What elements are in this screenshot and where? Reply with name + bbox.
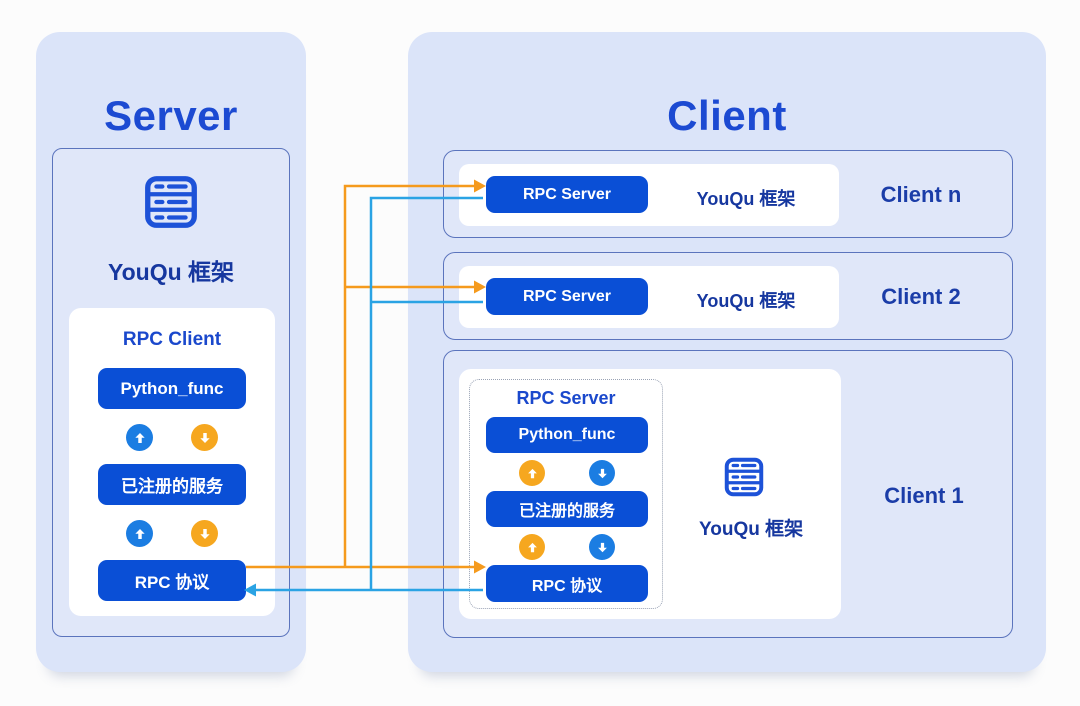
framework-label: YouQu 框架 [696, 291, 796, 311]
rpc-protocol-node: RPC 协议 [98, 560, 246, 601]
arrow-down-circle-icon [589, 534, 615, 560]
client-1-framework-card: RPC Server Python_func 已注册的服务 [459, 369, 841, 619]
server-framework-box: YouQu 框架 RPC Client Python_func 已注册的服务 [52, 148, 290, 637]
client-n-box: RPC Server YouQu 框架 Client n [443, 150, 1013, 238]
rpc-server-node: RPC Server [486, 278, 648, 315]
arrow-down-circle-icon [191, 424, 218, 451]
registered-services-node: 已注册的服务 [98, 464, 246, 505]
rpc-server-node: RPC Server [486, 176, 648, 213]
rpc-protocol-node: RPC 协议 [486, 565, 648, 602]
arrow-down-circle-icon [191, 520, 218, 547]
arrow-up-circle-icon [126, 520, 153, 547]
rpc-server-dotted-box: RPC Server Python_func 已注册的服务 [469, 379, 663, 609]
client-n-label: Client n [880, 182, 962, 207]
transfer-arrows-row [486, 460, 648, 486]
python-func-node: Python_func [486, 417, 648, 453]
transfer-arrows-row [98, 424, 246, 451]
client-2-box: RPC Server YouQu 框架 Client 2 [443, 252, 1013, 340]
server-rack-icon [53, 171, 289, 233]
rpc-client-box: RPC Client Python_func 已注册的服务 [69, 308, 275, 616]
rpc-client-title: RPC Client [122, 329, 222, 350]
server-rack-icon [721, 454, 767, 505]
client-1-label: Client 1 [884, 483, 964, 508]
transfer-arrows-row [486, 534, 648, 560]
arrow-up-circle-icon [126, 424, 153, 451]
server-panel-title: Server [104, 92, 238, 139]
client-panel: Client RPC Server YouQu 框架 Client n RPC … [408, 32, 1046, 672]
client-panel-title: Client [667, 92, 787, 139]
arrow-up-circle-icon [519, 460, 545, 486]
registered-services-node: 已注册的服务 [486, 491, 648, 527]
client-n-framework-strip: RPC Server YouQu 框架 [459, 164, 839, 226]
transfer-arrows-row [98, 520, 246, 547]
arrow-up-circle-icon [519, 534, 545, 560]
rpc-server-title: RPC Server [516, 388, 616, 408]
client-1-box: RPC Server Python_func 已注册的服务 [443, 350, 1013, 638]
client-2-framework-strip: RPC Server YouQu 框架 [459, 266, 839, 328]
server-panel: Server YouQu 框架 RPC Client Pyth [36, 32, 306, 672]
client-2-label: Client 2 [881, 284, 961, 309]
server-framework-label: YouQu 框架 [107, 259, 235, 285]
client-1-framework-group: YouQu 框架 [699, 454, 804, 541]
python-func-node: Python_func [98, 368, 246, 409]
arrow-down-circle-icon [589, 460, 615, 486]
framework-label: YouQu 框架 [696, 189, 796, 209]
framework-label: YouQu 框架 [699, 519, 804, 540]
